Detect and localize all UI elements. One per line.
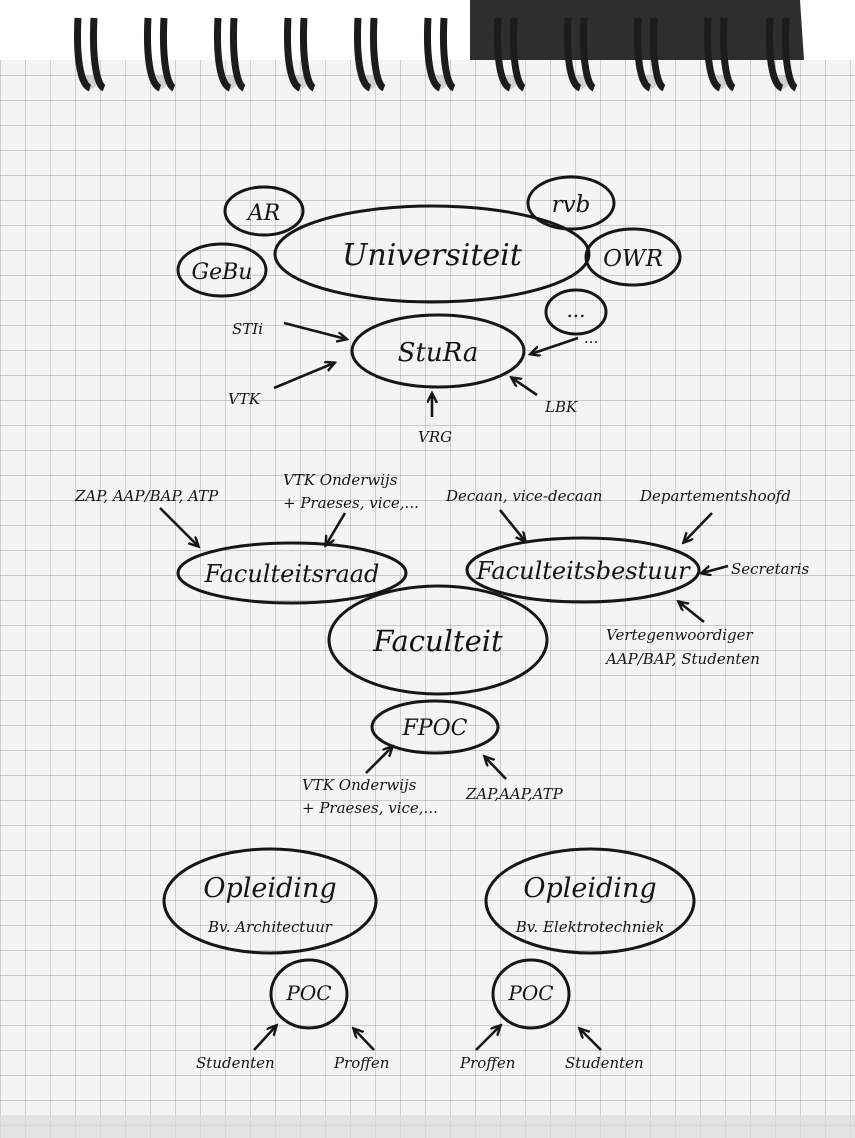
arrow-vtk-onderwijs-fpoc — [365, 747, 392, 774]
node-more-label: ... — [566, 298, 585, 322]
node-universiteit-label: Universiteit — [342, 238, 523, 273]
node-opleiding-1-label: Opleiding — [203, 873, 336, 904]
arrow-vtk-stura — [273, 363, 334, 390]
label-studenten-2: Studenten — [565, 1054, 644, 1072]
node-opleiding-1 — [162, 847, 378, 955]
node-faculteitsraad — [176, 541, 408, 605]
node-poc-1 — [269, 958, 349, 1030]
arrow-studenten-poc-2 — [580, 1029, 602, 1051]
node-fpoc-label: FPOC — [402, 716, 468, 741]
arrow-more-stura — [531, 336, 579, 354]
node-opleiding-2-example: Bv. Elektrotechniek — [515, 918, 665, 936]
node-gebu-label: GeBu — [192, 260, 253, 285]
label-proffen-2: Proffen — [459, 1054, 515, 1072]
label-proffen-1: Proffen — [333, 1054, 389, 1072]
node-opleiding-2 — [484, 847, 696, 955]
arrow-zap-faculteitsraad — [159, 507, 198, 546]
node-faculteitsbestuur-label: Faculteitsbestuur — [475, 557, 691, 585]
node-rvb — [526, 175, 616, 231]
node-owr-label: OWR — [603, 246, 663, 272]
label-decaan: Decaan, vice-decaan — [445, 487, 602, 505]
node-faculteitsbestuur — [465, 536, 701, 604]
label-departementshoofd: Departementshoofd — [639, 487, 791, 505]
arrow-lbk-stura — [512, 378, 538, 397]
label-vtk-onderwijs-1-line2: + Praeses, vice,... — [283, 494, 419, 512]
label-vertegenwoordiger-line1: Vertegenwoordiger — [606, 626, 753, 644]
arrow-departementshoofd-faculteitsbestuur — [684, 512, 713, 542]
node-fpoc — [370, 699, 500, 755]
node-universiteit — [273, 204, 591, 304]
label-zap-aap-atp: ZAP,AAP,ATP — [465, 785, 564, 803]
label-zap-aap-bap-atp: ZAP, AAP/BAP, ATP — [74, 487, 219, 505]
label-vertegenwoordiger-line2: AAP/BAP, Studenten — [604, 650, 760, 668]
arrow-vertegenwoordiger-faculteitsbestuur — [679, 602, 705, 624]
node-poc-1-label: POC — [285, 981, 331, 1005]
node-owr — [584, 227, 682, 287]
arrow-proffen-poc-2 — [475, 1026, 500, 1051]
label-more: ... — [584, 329, 598, 347]
arrow-studenten-poc-1 — [253, 1026, 276, 1051]
node-poc-2 — [491, 958, 571, 1030]
arrow-proffen-poc-1 — [354, 1029, 375, 1051]
paper-bottom-edge — [0, 1115, 855, 1138]
arrow-secretaris-faculteitsbestuur — [702, 564, 729, 573]
label-lbk: LBK — [544, 398, 578, 416]
node-more — [544, 288, 608, 336]
node-faculteitsraad-label: Faculteitsraad — [204, 560, 380, 588]
spiral-binding — [74, 17, 799, 92]
label-vtk-onderwijs-2-line1: VTK Onderwijs — [302, 776, 417, 794]
node-stura-label: StuRa — [398, 338, 479, 368]
node-ar-label: AR — [246, 201, 280, 226]
label-studenten-1: Studenten — [196, 1054, 275, 1072]
arrow-decaan-faculteitsbestuur — [498, 509, 525, 541]
node-stura — [350, 313, 526, 389]
label-vtk: VTK — [228, 390, 261, 408]
paper-grid — [0, 60, 855, 1138]
node-gebu — [176, 242, 268, 298]
arrow-stii-stura — [283, 321, 346, 339]
label-vtk-onderwijs-2-line2: + Praeses, vice,... — [302, 799, 438, 817]
node-opleiding-2-label: Opleiding — [523, 873, 656, 904]
node-rvb-label: rvb — [552, 192, 591, 218]
arrow-zap-fpoc — [485, 757, 507, 780]
node-poc-2-label: POC — [507, 981, 553, 1005]
arrow-vtk-onderwijs-faculteitsraad — [326, 512, 347, 545]
node-opleiding-1-example: Bv. Architectuur — [207, 918, 333, 936]
label-stii: STIi — [232, 320, 263, 338]
label-vtk-onderwijs-1-line1: VTK Onderwijs — [283, 471, 398, 489]
label-vrg: VRG — [418, 428, 452, 446]
label-secretaris: Secretaris — [731, 560, 810, 578]
node-faculteit-label: Faculteit — [372, 624, 503, 658]
node-ar — [223, 185, 305, 237]
node-faculteit — [327, 584, 549, 696]
